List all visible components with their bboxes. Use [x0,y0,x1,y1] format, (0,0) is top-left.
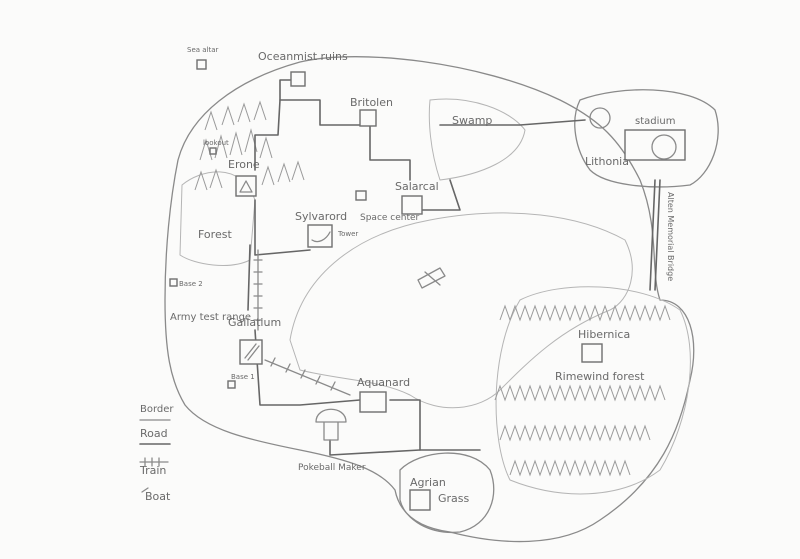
label-pokeball-maker: Pokeball Maker [298,463,366,473]
space-center-marker [355,190,367,201]
legend-road-label: Road [140,427,168,440]
label-hibernica: Hibernica [578,328,630,341]
label-salarcal: Salarcal [395,180,439,193]
aquanard-marker [359,391,387,413]
sea-altar-marker [196,59,207,70]
legend: Border Road Train Boat [139,404,174,503]
legend-boat-label: Boat [145,490,171,503]
rimewind-trees [494,304,671,477]
label-tower: Tower [337,230,358,238]
label-stadium: stadium [635,116,675,127]
legend-border-label: Border [140,404,174,415]
label-sea-altar: Sea altar [187,46,219,54]
label-swamp: Swamp [452,114,492,127]
base1-marker [227,380,236,389]
lookout-marker [209,147,217,155]
label-erone: Erone [228,158,260,171]
roads [247,79,661,456]
label-sylvarord: Sylvarord [295,210,347,223]
label-space-center: Space center [360,213,420,223]
erone-icon [239,180,253,193]
hibernica-marker [581,343,603,363]
sylvarord-marker [307,224,333,248]
erone-marker [235,175,257,197]
lithonia-icon [589,107,611,129]
base2-marker [169,278,178,287]
inner-sea-outline [289,212,633,409]
stadium-icon [651,134,677,160]
label-aquanard: Aquanard [357,376,410,389]
oceanmist-ruins-marker [290,71,306,87]
legend-boat-swatch [141,487,149,493]
lithonia-island [574,89,719,188]
agrian-island [399,452,495,534]
pokeball-maker-icon [315,408,347,441]
britolen-marker [359,109,377,127]
mountain-trees [194,100,305,191]
label-grass: Grass [438,492,470,505]
tower-icon [311,231,331,243]
label-oceanmist-ruins: Oceanmist ruins [258,50,348,63]
label-forest: Forest [198,228,232,241]
salarcal-marker [401,195,423,215]
legend-train-swatch [139,457,169,467]
label-base2: Base 2 [179,280,203,288]
train-lines [253,249,351,396]
label-lookout: lookout [203,139,229,147]
agrian-marker [409,489,431,511]
label-britolen: Britolen [350,96,393,109]
boat-icon [417,267,446,289]
label-base1: Base 1 [231,373,255,381]
gallatium-icon [244,343,260,361]
label-rimewind-forest: Rimewind forest [555,370,645,383]
legend-train-label: Train [139,464,166,477]
label-agrian: Agrian [410,476,446,489]
label-alten-bridge: Alten Memorial Bridge [666,192,675,281]
gallatium-marker [239,339,263,365]
swamp-region [428,98,526,181]
label-gallatium: Gallatium [228,316,281,329]
label-lithonia: Lithonia [585,155,629,168]
rimewind-forest-region [495,286,691,495]
label-army-test-range: Army test range [170,312,251,323]
